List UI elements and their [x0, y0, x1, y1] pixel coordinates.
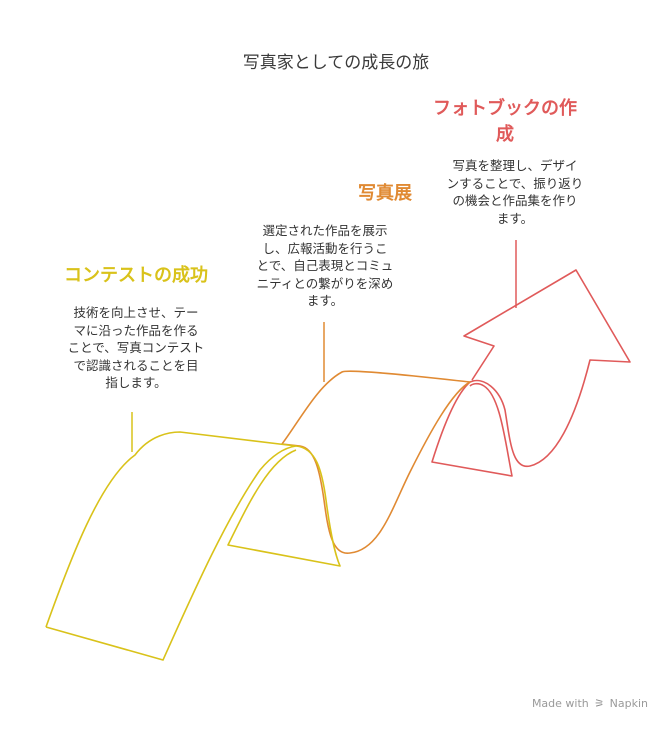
footer-brand: Napkin: [609, 697, 648, 710]
made-with-napkin-footer[interactable]: Made with ⚞ Napkin: [532, 697, 648, 710]
napkin-logo-icon: ⚞: [594, 697, 605, 710]
footer-prefix: Made with: [531, 697, 589, 710]
stage-description-contest: 技術を向上させ、テー マに沿った作品を作る ことで、写真コンテスト で認識される…: [67, 305, 205, 390]
stage-description-photobook: 写真を整理し、デザイ ンすることで、振り返り の機会と作品集を作り ます。: [446, 158, 584, 226]
arrow-segment-2: [281, 370, 471, 554]
stage-title-photobook: フォトブックの作 成: [433, 98, 577, 145]
stage-title-exhibition: 写真展: [358, 183, 412, 204]
stage-description-exhibition: 選定された作品を展示 し、広報活動を行うこ とで、自己表現とコミュ ニティとの繋…: [256, 223, 394, 308]
stage-title-contest: コンテストの成功: [64, 265, 208, 286]
diagram-title: 写真家としての成長の旅: [242, 53, 430, 73]
arrow-segment-1: [45, 431, 341, 661]
arrow-segment-3: [431, 269, 631, 477]
